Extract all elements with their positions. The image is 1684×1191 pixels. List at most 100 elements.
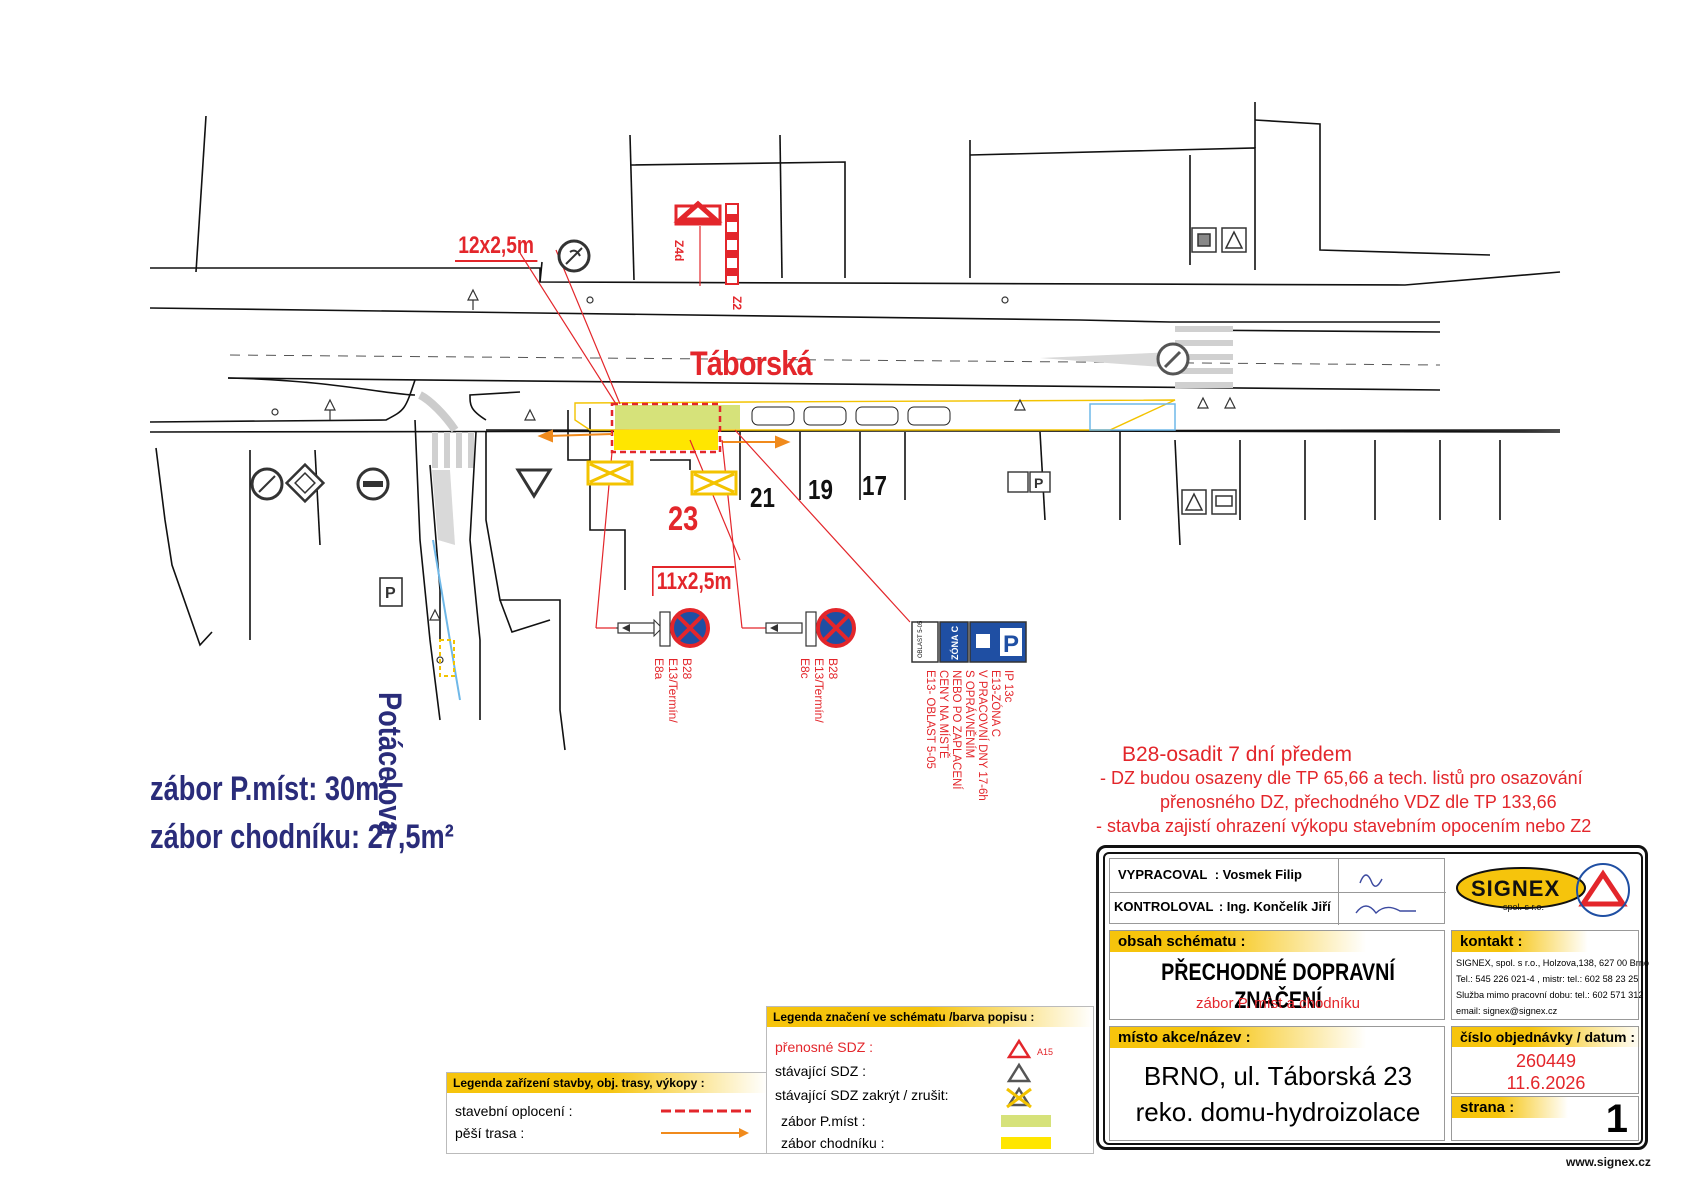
footer-url[interactable]: www.signex.cz — [1566, 1155, 1651, 1169]
b28-sign-2 — [765, 608, 856, 648]
pedestrian-edge-blue — [432, 539, 461, 701]
place-line-2: reko. domu-hydroizolace — [1135, 1097, 1421, 1127]
order-label: číslo objednávky / datum : — [1452, 1027, 1644, 1047]
sidewalk-occupation-zone — [614, 430, 718, 450]
existing-sign-priority-road — [284, 462, 326, 504]
order-box: číslo objednávky / datum : 260449 11.6.2… — [1451, 1026, 1644, 1094]
dimension-lower: 11x2,5m — [652, 566, 735, 596]
zebra-crossing-east — [1175, 326, 1233, 388]
legend2-portable-code: A15 — [1037, 1047, 1054, 1057]
blue-outline-zone — [1089, 403, 1176, 431]
company-logo-text: SIGNEX — [1471, 876, 1561, 901]
prepared-value: : Vosmek Filip — [1214, 867, 1302, 882]
leader-lines — [519, 249, 911, 629]
pedestrian-route — [537, 429, 791, 449]
sign-label-z2: Z2 — [730, 296, 744, 311]
z2-barrier — [439, 639, 455, 677]
south-buildings — [155, 408, 1501, 751]
content-title: PŘECHODNÉ DOPRAVNÍ ZNAČENÍ — [1161, 959, 1395, 1014]
legend-signage: Legenda značení ve schématu /barva popis… — [766, 1006, 1094, 1154]
legend2-existing: stávající SDZ : — [775, 1063, 867, 1079]
traffic-taper — [1040, 352, 1175, 368]
covered-signs — [586, 460, 738, 496]
north-buildings — [195, 102, 1491, 281]
contact-box: kontakt : SIGNEX, spol. s r.o., Holzova,… — [1451, 930, 1649, 1020]
legend2-parking-zone: zábor P.míst : — [781, 1113, 866, 1129]
note-2: - DZ budou osazeny dle TP 65,66 a tech. … — [1100, 768, 1583, 788]
order-date: 11.6.2026 — [1506, 1073, 1586, 1093]
logo-box: SIGNEX spol. s r.o. — [1451, 858, 1639, 924]
page-number: 1 — [1605, 1097, 1628, 1141]
sign-label-z4d: Z4d — [672, 240, 686, 262]
house-number-17: 17 — [862, 470, 887, 501]
order-number: 260449 — [1515, 1051, 1577, 1071]
company-sub: spol. s r.o. — [1503, 902, 1545, 912]
title-block: VYPRACOVAL : Vosmek Filip KONTROLOVAL : … — [1096, 845, 1649, 1150]
parked-cars — [751, 406, 951, 426]
content-box: obsah schématu : PŘECHODNÉ DOPRAVNÍ ZNAČ… — [1109, 930, 1445, 1020]
svg-text:P: P — [1034, 475, 1043, 491]
house-number-19: 19 — [808, 474, 833, 505]
signex-logo — [1456, 863, 1630, 917]
content-label: obsah schématu : — [1110, 931, 1366, 952]
content-sub: zábor P. míst a chodníku — [1196, 995, 1360, 1012]
contact-label: kontakt : — [1452, 931, 1588, 952]
side-street — [414, 419, 481, 721]
street-label-taborska: Táborská — [690, 345, 813, 383]
legend2-symbols — [1001, 1038, 1051, 1149]
existing-sign-no-entry — [356, 467, 390, 501]
caption-ip13c: IP 13c E13-ZÓNA C V PRACOVNÍ DNY 17-6h S… — [924, 670, 1014, 801]
page-label: strana : — [1452, 1097, 1568, 1118]
existing-signs-east — [1181, 227, 1247, 515]
legend2-portable: přenosné SDZ : — [775, 1039, 874, 1055]
legend-site-equipment: Legenda zařízení stavby, obj. trasy, výk… — [446, 1072, 768, 1154]
existing-sign-no-turn-south — [250, 467, 284, 501]
house-number-23: 23 — [668, 500, 699, 538]
caption-b28-2: B28 E13/Termín/ E8c — [798, 658, 840, 723]
page-box: strana : 1 — [1451, 1096, 1639, 1141]
z4d-sign — [673, 200, 739, 286]
existing-parking-signs: P P — [379, 471, 1051, 607]
legend1-title: Legenda zařízení stavby, obj. trasy, výk… — [447, 1073, 767, 1093]
contact-line-3: Služba mimo pracovní dobu: tel.: 602 571… — [1456, 990, 1644, 1000]
legend2-title: Legenda značení ve schématu /barva popis… — [767, 1007, 1093, 1027]
road-edges — [149, 377, 1561, 433]
b28-sign-1 — [616, 608, 710, 648]
legend1-fence: stavební oplocení : — [455, 1103, 573, 1119]
dimension-upper: 12x2,5m — [455, 232, 538, 262]
svg-text:P: P — [385, 585, 396, 602]
note-3: přenosného DZ, přechodného VDZ dle TP 13… — [1160, 792, 1557, 812]
note-4: - stavba zajistí ohrazení výkopu stavebn… — [1096, 816, 1592, 836]
contact-line-2: Tel.: 545 226 021-4 , mistr: tel.: 602 5… — [1456, 974, 1639, 984]
place-box: místo akce/název : BRNO, ul. Táborská 23… — [1109, 1026, 1445, 1141]
oblast-label: OBLAST 5-05 — [918, 620, 924, 658]
construction-fence — [610, 402, 722, 454]
note-1: B28-osadit 7 dní předem — [1122, 743, 1352, 766]
zebra-crossing-west — [432, 432, 474, 468]
existing-sign-keep-right — [1156, 342, 1190, 376]
checked-value: : Ing. Končelík Jiří — [1218, 899, 1331, 914]
center-line — [229, 354, 1441, 366]
legend1-symbols — [661, 1109, 751, 1138]
zona-label: ZÓNA C — [949, 625, 960, 660]
parking-letter: P — [1003, 631, 1019, 658]
existing-sign-no-turn-north — [557, 239, 591, 273]
caption-b28-1: B28 E13/Termín/ E8a — [652, 658, 694, 723]
area-parking: zábor P.míst: 30m² — [150, 770, 389, 808]
signatures-box: VYPRACOVAL : Vosmek Filip KONTROLOVAL : … — [1109, 858, 1446, 925]
place-line-1: BRNO, ul. Táborská 23 — [1143, 1061, 1413, 1091]
checked-label: KONTROLOVAL — [1114, 899, 1214, 914]
prepared-label: VYPRACOVAL — [1118, 867, 1208, 882]
legend2-cover: stávající SDZ zakrýt / zrušit: — [775, 1087, 949, 1103]
place-label: místo akce/název : — [1110, 1027, 1366, 1048]
curve-grey — [418, 391, 459, 433]
contact-line-1: SIGNEX, spol. s r.o., Holzova,138, 627 0… — [1456, 958, 1650, 968]
legend1-path: pěší trasa : — [455, 1125, 525, 1141]
area-sidewalk: zábor chodníku: 27,5m² — [150, 818, 454, 856]
contact-line-4: email: signex@signex.cz — [1456, 1006, 1558, 1016]
existing-sign-give-way — [515, 468, 553, 499]
legend2-sidewalk-zone: zábor chodníku : — [781, 1135, 885, 1151]
north-sidewalk — [149, 261, 1561, 333]
house-number-21: 21 — [750, 482, 775, 513]
